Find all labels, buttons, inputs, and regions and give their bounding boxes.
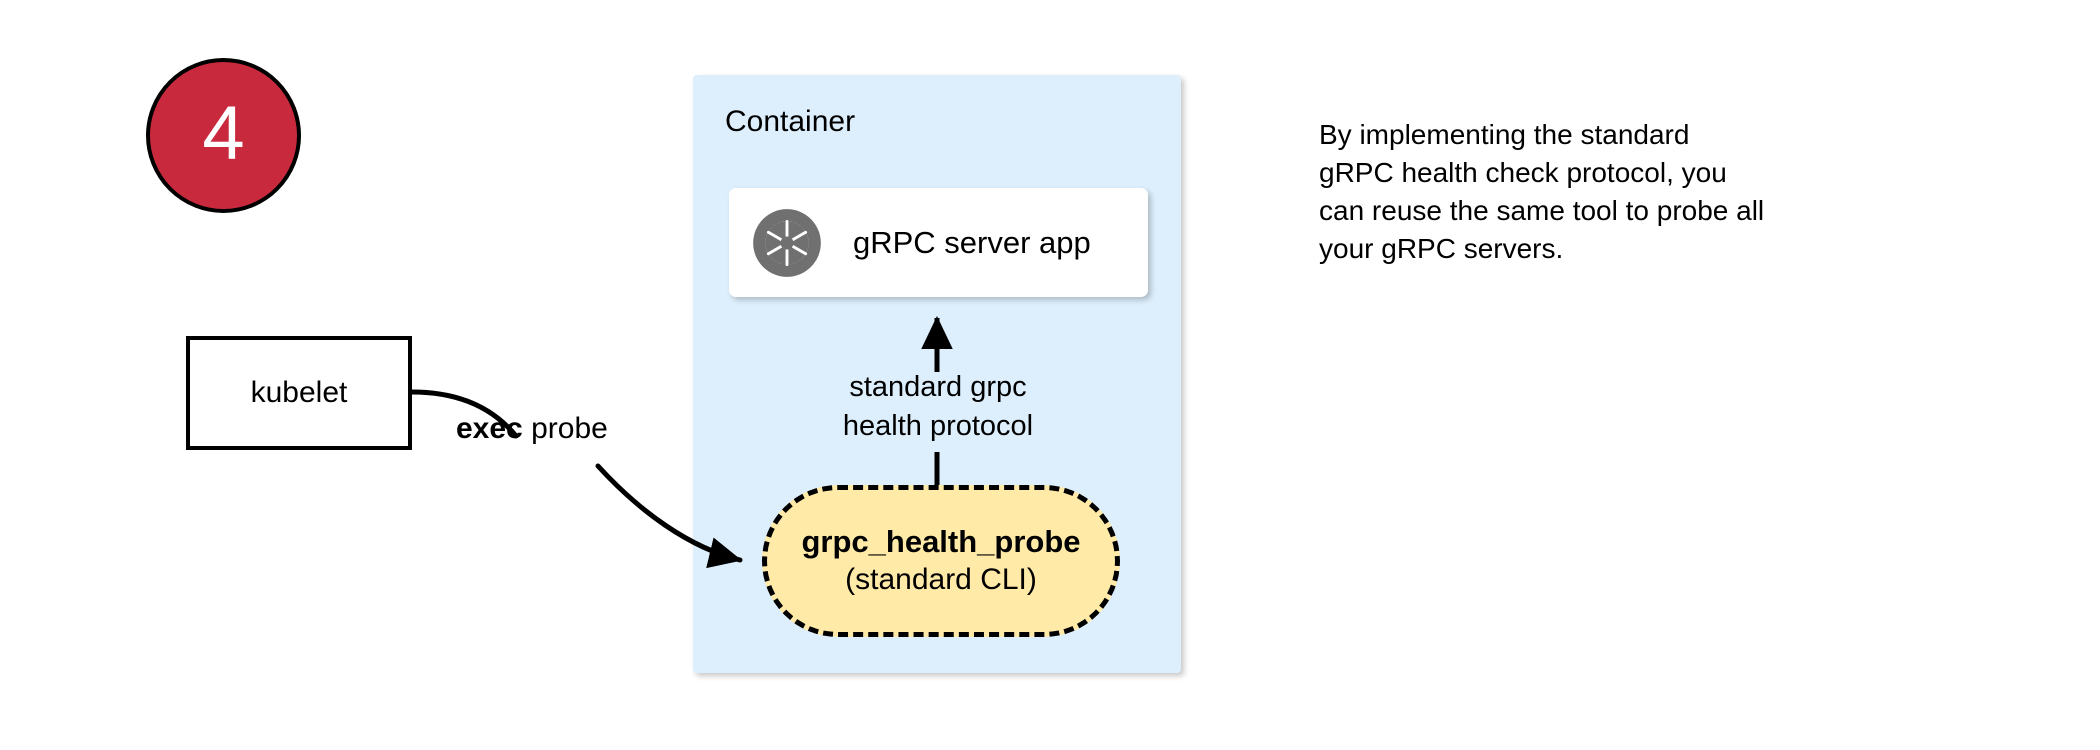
grpc-health-probe-title: grpc_health_probe	[801, 524, 1081, 559]
explanation-note: By implementing the standard gRPC health…	[1319, 116, 1939, 268]
protocol-label-line-2: health protocol	[842, 410, 1034, 442]
explanation-note-line-1: By implementing the standard	[1319, 119, 1690, 150]
grpc-health-probe-subtitle: (standard CLI)	[845, 563, 1037, 596]
grpc-server-app-label: gRPC server app	[853, 224, 1091, 260]
kubelet-node: kubelet	[186, 336, 412, 450]
exec-probe-edge-label: exec probe	[456, 412, 608, 446]
explanation-note-line-3: can reuse the same tool to probe all	[1319, 195, 1765, 226]
container-title: Container	[725, 105, 856, 138]
explanation-note-line-4: your gRPC servers.	[1319, 233, 1564, 264]
step-number-label: 4	[202, 90, 245, 176]
exec-probe-bold-text: exec	[456, 412, 523, 445]
protocol-label-line-1: standard grpc	[849, 371, 1027, 403]
explanation-note-line-2: gRPC health check protocol, you	[1319, 157, 1727, 188]
kubelet-label: kubelet	[250, 376, 348, 409]
exec-probe-rest-text: probe	[522, 412, 608, 445]
grpc-aperture-icon	[751, 207, 823, 279]
health-protocol-edge-label: standard grpc health protocol	[738, 368, 1138, 446]
grpc-server-app-card: gRPC server app	[729, 188, 1148, 297]
grpc-health-probe-node: grpc_health_probe (standard CLI)	[762, 485, 1120, 637]
step-number-badge: 4	[146, 58, 301, 213]
